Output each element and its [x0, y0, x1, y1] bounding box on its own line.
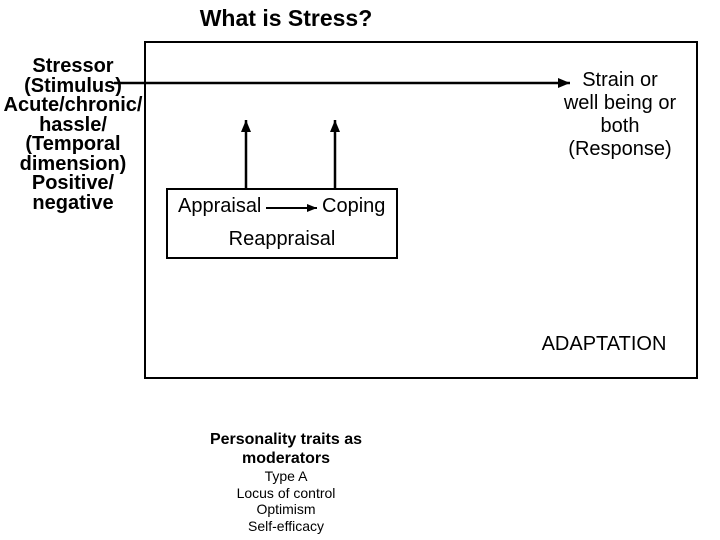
appraisal-coping-box — [166, 188, 398, 259]
stressor-line: negative — [32, 191, 114, 214]
stressor-line: Acute/chronic/ — [3, 94, 143, 116]
adaptation-label: ADAPTATION — [541, 333, 667, 355]
moderators-item: Self-efficacy — [248, 517, 324, 534]
coping-label: Coping — [322, 195, 386, 217]
stressor-line: dimension) — [19, 152, 127, 175]
strain-line: both — [600, 115, 640, 137]
stressor-line: Positive/ — [31, 172, 115, 194]
moderators-item: Locus of control — [236, 484, 336, 501]
stressor-line: (Temporal — [25, 133, 121, 155]
slide-title: What is Stress? — [199, 5, 373, 31]
stressor-line: (Stimulus) — [24, 74, 122, 97]
stressor-line: hassle/ — [39, 113, 107, 136]
moderators-heading-line: moderators — [241, 450, 331, 467]
reappraisal-label: Reappraisal — [228, 228, 336, 250]
moderators-item: Optimism — [256, 501, 316, 517]
strain-line: well being or — [563, 92, 677, 114]
strain-response-block: Strain or well being or both (Response) — [550, 69, 690, 161]
strain-line: (Response) — [568, 138, 672, 160]
strain-line: Strain or — [582, 69, 658, 91]
moderators-block: Personality traits as moderators Type A … — [136, 430, 436, 534]
stressor-label-block: Stressor (Stimulus) Acute/chronic/ hassl… — [3, 55, 143, 214]
stressor-line: Stressor — [32, 55, 114, 77]
appraisal-label: Appraisal — [178, 195, 262, 217]
moderators-item: Type A — [264, 468, 308, 484]
moderators-heading-line: Personality traits as — [209, 431, 363, 448]
stress-process-box — [144, 41, 698, 379]
